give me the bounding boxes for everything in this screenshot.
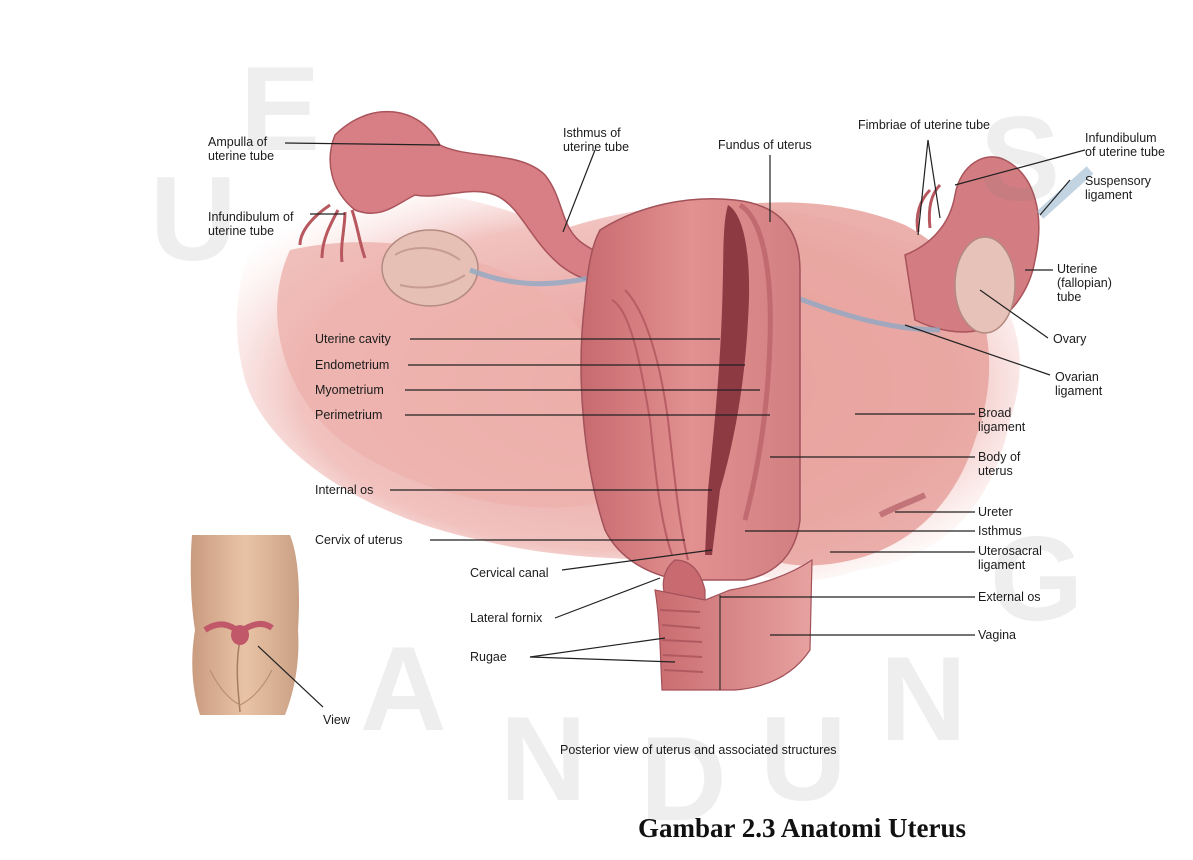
label-ovarian-ligament: Ovarian ligament bbox=[1055, 370, 1102, 398]
label-uterine-cavity: Uterine cavity bbox=[315, 332, 391, 346]
label-fimbriae: Fimbriae of uterine tube bbox=[858, 118, 990, 132]
label-vagina: Vagina bbox=[978, 628, 1016, 642]
watermark-letter: N bbox=[880, 632, 967, 766]
label-uterine-tube: Uterine (fallopian) tube bbox=[1057, 262, 1112, 304]
label-isthmus-tube: Isthmus of uterine tube bbox=[563, 126, 629, 154]
label-isthmus: Isthmus bbox=[978, 524, 1022, 538]
label-external-os: External os bbox=[978, 590, 1041, 604]
label-cervix: Cervix of uterus bbox=[315, 533, 403, 547]
figure-title: Gambar 2.3 Anatomi Uterus bbox=[638, 813, 966, 844]
label-cervical-canal: Cervical canal bbox=[470, 566, 549, 580]
label-infundibulum-right: Infundibulum of uterine tube bbox=[1085, 131, 1165, 159]
watermark-letter: U bbox=[760, 692, 847, 826]
watermark-letter: A bbox=[360, 622, 447, 756]
label-suspensory: Suspensory ligament bbox=[1085, 174, 1151, 202]
label-lateral-fornix: Lateral fornix bbox=[470, 611, 542, 625]
label-myometrium: Myometrium bbox=[315, 383, 384, 397]
label-broad-ligament: Broad ligament bbox=[978, 406, 1025, 434]
right-ovary-shape bbox=[955, 237, 1015, 333]
inset-body-view bbox=[191, 535, 299, 715]
label-ampulla: Ampulla of uterine tube bbox=[208, 135, 274, 163]
left-ovary-shape bbox=[382, 230, 478, 306]
figure-caption: Posterior view of uterus and associated … bbox=[560, 743, 837, 757]
label-body-of-uterus: Body of uterus bbox=[978, 450, 1020, 478]
label-infundibulum-left: Infundibulum of uterine tube bbox=[208, 210, 293, 238]
label-endometrium: Endometrium bbox=[315, 358, 389, 372]
label-fundus: Fundus of uterus bbox=[718, 138, 812, 152]
label-ovary: Ovary bbox=[1053, 332, 1086, 346]
watermark-letter: N bbox=[500, 692, 587, 826]
label-internal-os: Internal os bbox=[315, 483, 373, 497]
label-uterosacral: Uterosacral ligament bbox=[978, 544, 1042, 572]
label-ureter: Ureter bbox=[978, 505, 1013, 519]
label-rugae: Rugae bbox=[470, 650, 507, 664]
label-perimetrium: Perimetrium bbox=[315, 408, 382, 422]
label-view: View bbox=[323, 713, 350, 727]
